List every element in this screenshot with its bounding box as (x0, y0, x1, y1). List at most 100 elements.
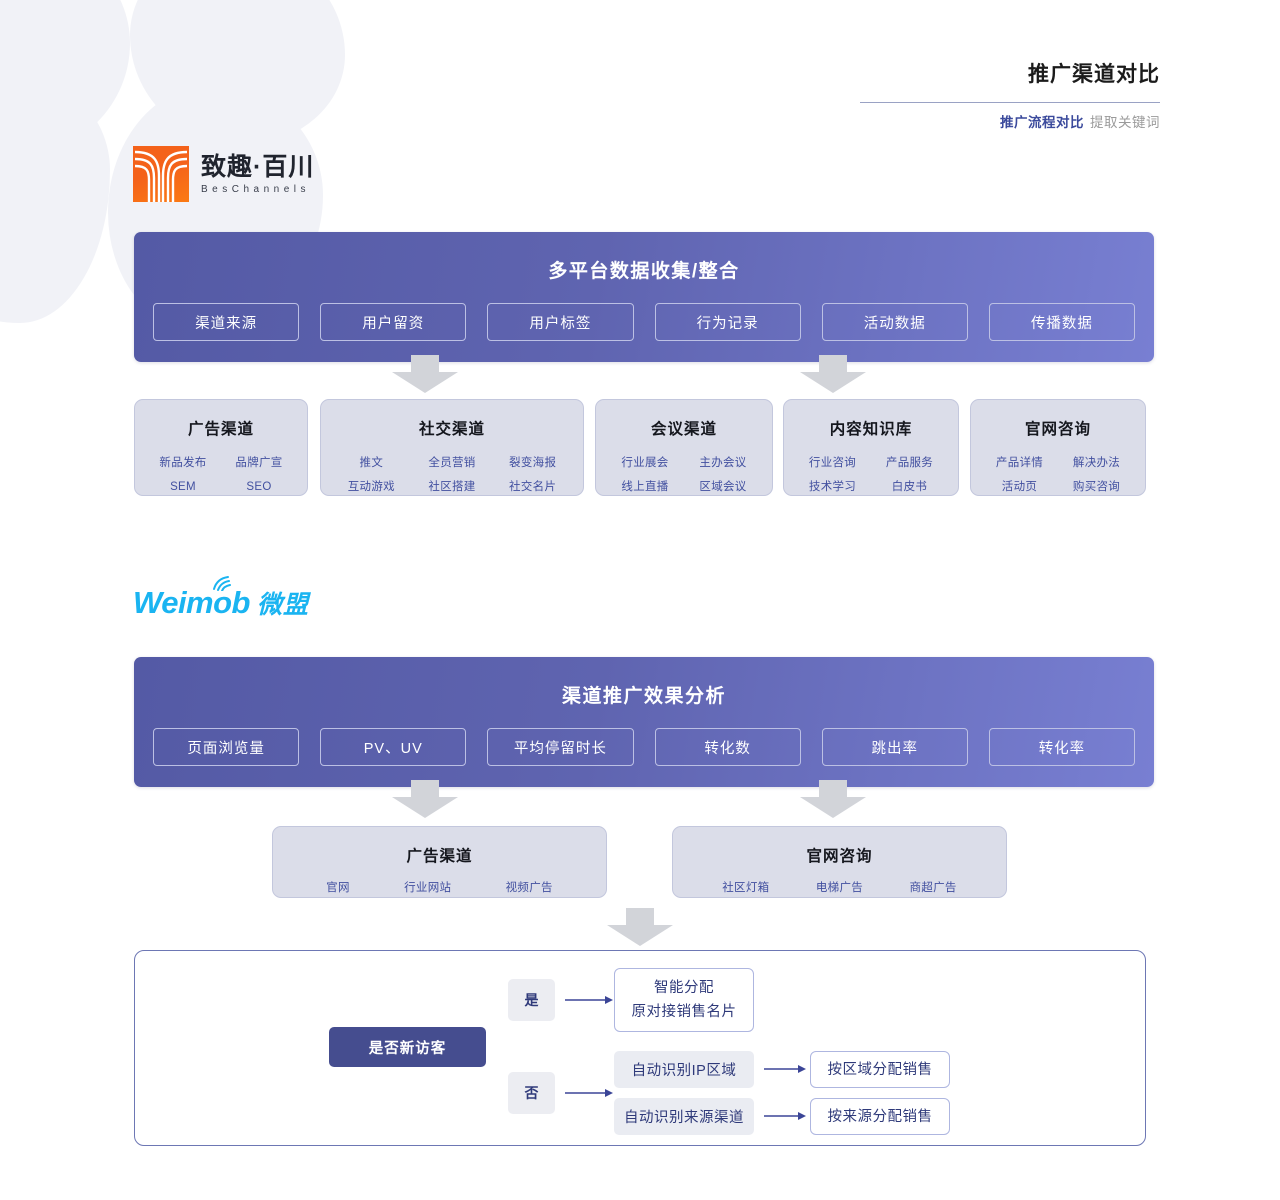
card-item: 产品详情 (995, 457, 1044, 469)
card-item: 解决办法 (1072, 457, 1121, 469)
card-item: 全员营销 (428, 457, 476, 469)
branch-source-ip-region[interactable]: 自动识别IP区域 (614, 1051, 754, 1088)
card-title: 官网咨询 (806, 848, 873, 865)
card-website-consult-2[interactable]: 官网咨询 社区灯箱 电梯广告 商超广告 (672, 826, 1007, 898)
tag-item[interactable]: 平均停留时长 (487, 728, 634, 766)
card-ad-channel[interactable]: 广告渠道 新品发布 品牌广宣 SEM SEO (134, 399, 308, 496)
tag-item[interactable]: 转化率 (988, 728, 1136, 766)
card-item: 新品发布 (159, 457, 207, 469)
subtitle-active[interactable]: 推广流程对比 (1000, 115, 1084, 130)
card-items: 推文 全员营销 裂变海报 互动游戏 社区搭建 社交名片 (321, 439, 583, 499)
tag-item[interactable]: PV、UV (320, 728, 467, 766)
card-item: 推文 (359, 457, 384, 469)
tag-item[interactable]: 转化数 (654, 728, 801, 766)
card-item: 购买咨询 (1072, 481, 1121, 493)
card-items: 社区灯箱 电梯广告 商超广告 (673, 866, 1006, 900)
panel2-title: 渠道推广效果分析 (561, 686, 726, 707)
tag-item[interactable]: 跳出率 (821, 728, 968, 766)
outcome-assign-by-region[interactable]: 按区域分配销售 (810, 1051, 950, 1088)
card-item: 活动页 (1001, 481, 1038, 493)
panel1-tags: 渠道来源 用户留资 用户标签 行为记录 活动数据 传播数据 (134, 283, 1154, 362)
card-items: 行业咨询 产品服务 技术学习 白皮书 (784, 439, 958, 499)
card-item: 视频广告 (505, 882, 553, 894)
tag-item[interactable]: 传播数据 (988, 303, 1136, 341)
outcome-assign-by-source[interactable]: 按来源分配销售 (810, 1098, 950, 1135)
card-social-channel[interactable]: 社交渠道 推文 全员营销 裂变海报 互动游戏 社区搭建 社交名片 (320, 399, 584, 496)
down-arrow-icon (388, 355, 462, 393)
card-item: 行业展会 (621, 457, 669, 469)
card-content-library[interactable]: 内容知识库 行业咨询 产品服务 技术学习 白皮书 (783, 399, 959, 496)
card-title: 会议渠道 (650, 421, 717, 438)
card-item: 行业网站 (404, 882, 452, 894)
card-item: SEM (170, 481, 196, 493)
outcome-line-1: 智能分配 (654, 980, 714, 996)
tag-item[interactable]: 页面浏览量 (153, 728, 300, 766)
beschannels-name-en: BesChannels (201, 184, 310, 195)
tag-item[interactable]: 活动数据 (821, 303, 968, 341)
right-arrow-icon (764, 1111, 806, 1121)
card-item: 品牌广宣 (235, 457, 283, 469)
subtitle-muted[interactable]: 提取关键词 (1090, 115, 1160, 130)
card-website-consult[interactable]: 官网咨询 产品详情 解决办法 活动页 购买咨询 (970, 399, 1146, 496)
card-items: 产品详情 解决办法 活动页 购买咨询 (971, 439, 1145, 499)
down-arrow-icon (796, 780, 870, 818)
card-item: 行业咨询 (808, 457, 857, 469)
card-ad-channel-2[interactable]: 广告渠道 官网 行业网站 视频广告 (272, 826, 607, 898)
panel2-tags: 页面浏览量 PV、UV 平均停留时长 转化数 跳出率 转化率 (134, 708, 1154, 787)
outcome-line-2: 原对接销售名片 (631, 1004, 737, 1020)
beschannels-name-cn: 致趣·百川 (201, 153, 315, 181)
card-item: 产品服务 (885, 457, 934, 469)
card-item: SEO (246, 481, 272, 493)
card-title: 广告渠道 (406, 848, 473, 865)
card-conference-channel[interactable]: 会议渠道 行业展会 主办会议 线上直播 区域会议 (595, 399, 773, 496)
panel-data-collection: 多平台数据收集/整合 渠道来源 用户留资 用户标签 行为记录 活动数据 传播数据 (134, 232, 1154, 362)
card-item: 裂变海报 (509, 457, 557, 469)
beschannels-mark-icon (133, 146, 189, 202)
logo-weimob: Weimob 微盟 (133, 576, 310, 620)
branch-label-yes: 是 (508, 979, 555, 1021)
page-title: 推广渠道对比 (1028, 63, 1160, 86)
header-subtitle: 推广流程对比提取关键词 (860, 114, 1160, 132)
weimob-wordmark: Weimob (133, 576, 251, 620)
card-item: 线上直播 (621, 481, 669, 493)
outcome-smart-assign[interactable]: 智能分配 原对接销售名片 (614, 968, 754, 1032)
blob-shape (130, 0, 345, 145)
card-title: 广告渠道 (187, 421, 254, 438)
card-item: 官网 (326, 882, 350, 894)
tag-item[interactable]: 行为记录 (654, 303, 801, 341)
card-title: 社交渠道 (418, 421, 485, 438)
card-item: 社区灯箱 (722, 882, 770, 894)
tag-item[interactable]: 用户留资 (320, 303, 467, 341)
panel1-title: 多平台数据收集/整合 (548, 261, 740, 282)
card-item: 互动游戏 (347, 481, 395, 493)
branch-source-referrer[interactable]: 自动识别来源渠道 (614, 1098, 754, 1135)
down-arrow-icon (603, 908, 677, 946)
card-item: 社区搭建 (428, 481, 476, 493)
logo-beschannels: 致趣·百川 BesChannels (133, 146, 314, 202)
card-items: 新品发布 品牌广宣 SEM SEO (135, 439, 307, 499)
panel-effect-analysis: 渠道推广效果分析 页面浏览量 PV、UV 平均停留时长 转化数 跳出率 转化率 (134, 657, 1154, 787)
card-items: 官网 行业网站 视频广告 (273, 866, 606, 900)
card-item: 白皮书 (891, 481, 928, 493)
page-header: 推广渠道对比 推广流程对比提取关键词 (860, 60, 1160, 132)
down-arrow-icon (388, 780, 462, 818)
tag-item[interactable]: 用户标签 (487, 303, 634, 341)
card-items: 行业展会 主办会议 线上直播 区域会议 (596, 439, 772, 499)
card-item: 区域会议 (699, 481, 747, 493)
branch-label-no: 否 (508, 1072, 555, 1114)
right-arrow-icon (565, 1088, 613, 1098)
header-divider (860, 102, 1160, 103)
blob-shape (0, 0, 130, 155)
weimob-signal-icon (213, 576, 231, 591)
right-arrow-icon (565, 995, 613, 1005)
card-title: 官网咨询 (1024, 421, 1091, 438)
card-item: 主办会议 (699, 457, 747, 469)
right-arrow-icon (764, 1064, 806, 1074)
weimob-word-text: Weimob (133, 585, 251, 620)
weimob-name-cn: 微盟 (257, 591, 310, 619)
tag-item[interactable]: 渠道来源 (153, 303, 300, 341)
card-item: 商超广告 (909, 882, 957, 894)
card-item: 技术学习 (808, 481, 857, 493)
decision-node-new-visitor[interactable]: 是否新访客 (329, 1027, 486, 1067)
